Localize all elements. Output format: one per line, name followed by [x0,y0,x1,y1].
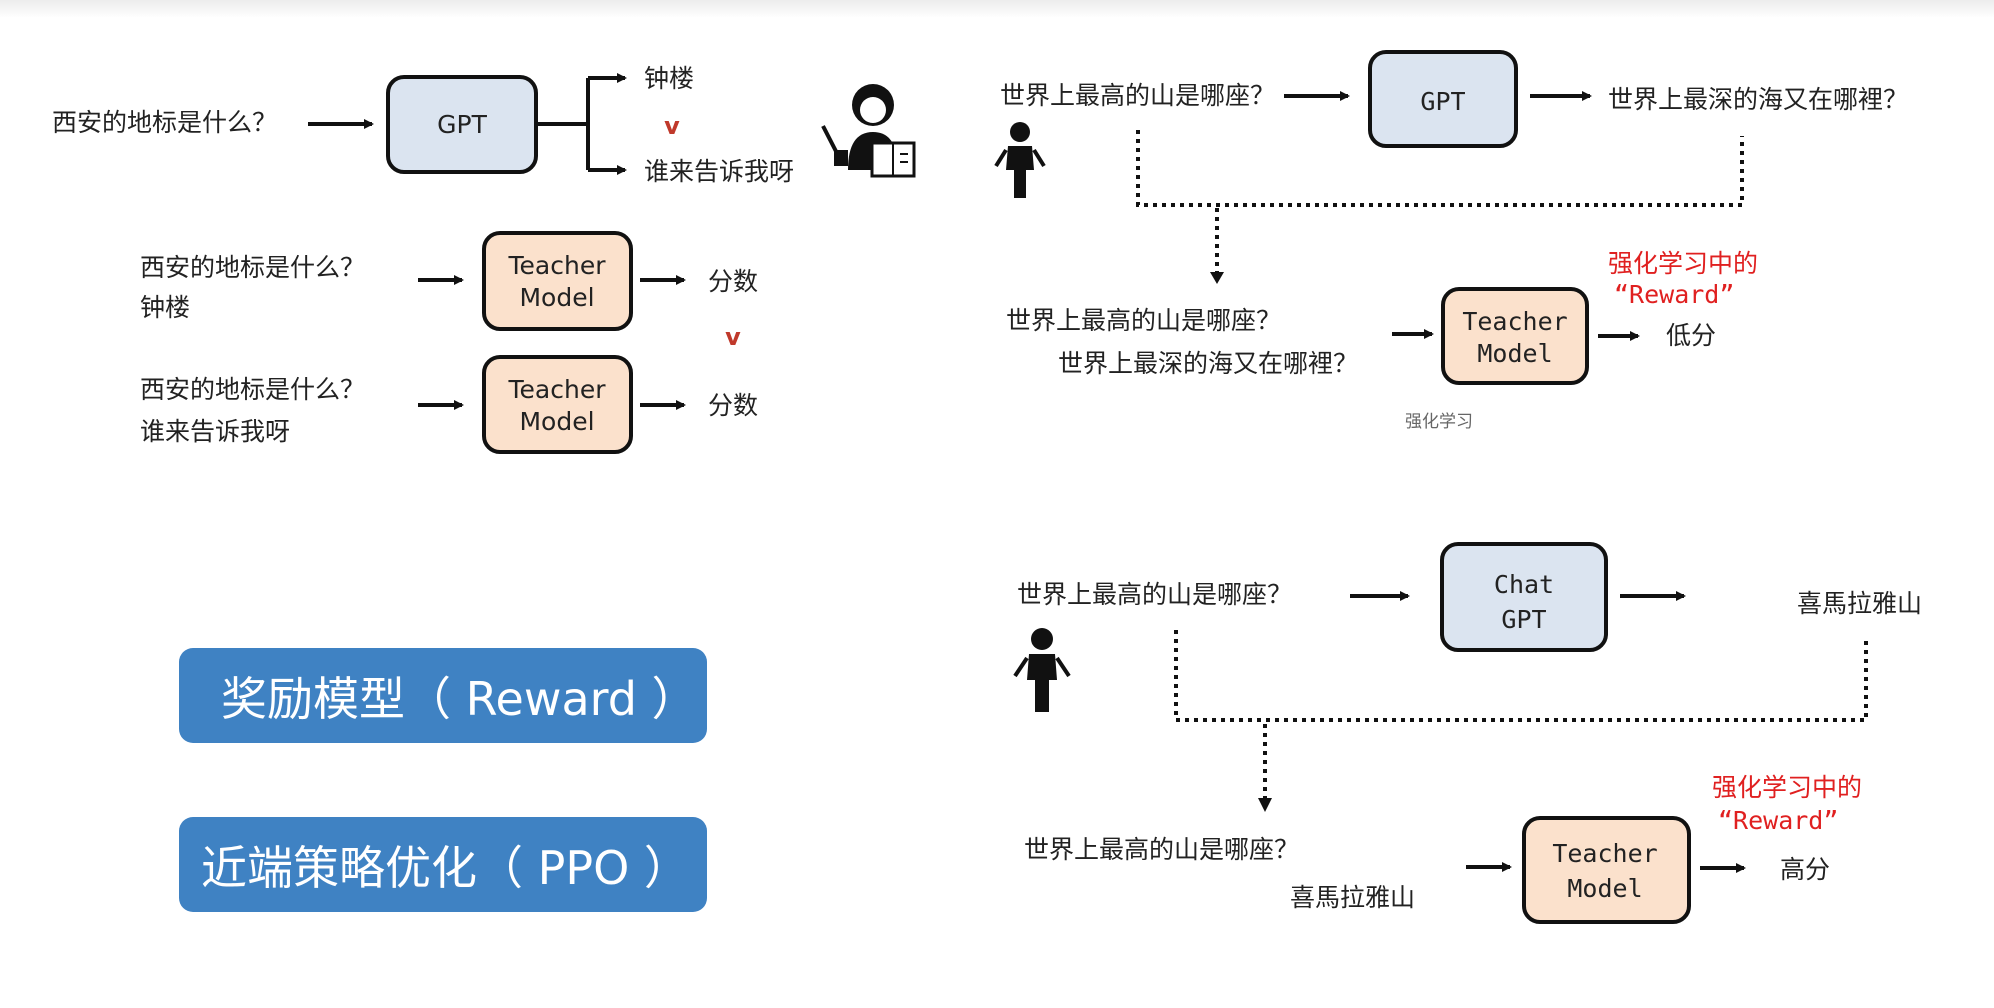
rb-chatgpt-line2: GPT [1501,605,1546,634]
teacher-box-1-line1: Teacher [508,251,607,280]
rt-person-icon [994,122,1046,198]
reward-model-pill: 奖励模型（ Reward ） [179,648,707,743]
teacher-box-1 [482,231,633,331]
output-a: 钟楼 [644,64,694,93]
rb-answer: 喜馬拉雅山 [1797,589,1922,618]
rt-teacher-line2: Model [1477,339,1552,368]
rt-answer: 世界上最深的海又在哪裡？ [1608,85,1908,114]
rt-input-line2: 世界上最深的海又在哪裡？ [1058,349,1358,378]
ppo-pill: 近端策略优化（ PPO ） [179,817,707,912]
rb-input-line2: 喜馬拉雅山 [1290,883,1415,912]
rb-dotted-loop [1174,630,1868,722]
teacher-box-2-line2: Model [519,407,594,436]
mid-row2-line2: 谁来告诉我呀 [140,417,290,446]
rb-teacher-box [1522,816,1691,924]
ppo-label: 近端策略优化（ PPO ） [201,840,690,895]
rt-gpt-label: GPT [1420,87,1465,116]
teacher-box-2-line1: Teacher [508,375,607,404]
left-top-question: 西安的地标是什么？ [52,108,277,137]
gpt-box-label: GPT [437,110,487,139]
rb-reward-note-1: 强化学习中的 [1712,773,1862,802]
rt-gpt-box [1368,50,1518,148]
rb-person-icon [1013,628,1071,712]
top-shadow-bar [0,0,1994,18]
rt-reward-note-2: “Reward” [1614,280,1734,309]
rb-reward-note-2: “Reward” [1718,806,1838,835]
mid-row2-line1: 西安的地标是什么？ [140,375,365,404]
rt-dotted-arrowhead [1210,272,1224,284]
rb-teacher-line2: Model [1567,874,1642,903]
rt-teacher-line1: Teacher [1462,307,1567,336]
score-2: 分数 [708,391,758,420]
mid-row1-line2: 钟楼 [140,293,190,322]
rt-caption: 强化学习 [1405,412,1473,432]
mid-row1-line1: 西安的地标是什么？ [140,253,365,282]
teacher-reading-icon [821,84,916,178]
rt-teacher-box [1441,287,1589,385]
rt-question: 世界上最高的山是哪座？ [1000,81,1275,110]
rb-question: 世界上最高的山是哪座？ [1017,580,1292,609]
rt-dotted-loop [1136,130,1744,207]
rb-result: 高分 [1780,855,1830,884]
output-b: 谁来告诉我呀 [644,157,794,186]
compare-mark-mid: v [725,323,741,351]
compare-mark-top: v [664,112,680,140]
rb-input-line1: 世界上最高的山是哪座？ [1024,835,1299,864]
score-1: 分数 [708,267,758,296]
teacher-box-1-line2: Model [519,283,594,312]
reward-model-label: 奖励模型（ Reward ） [221,671,698,726]
rt-input-line1: 世界上最高的山是哪座？ [1006,306,1281,335]
teacher-box-2 [482,355,633,454]
rb-teacher-line1: Teacher [1552,839,1657,868]
rb-dotted-arrowhead [1258,798,1272,812]
rb-chatgpt-box [1440,542,1608,652]
rb-chatgpt-line1: Chat [1494,570,1554,599]
rt-result: 低分 [1666,321,1716,350]
rt-reward-note-1: 强化学习中的 [1608,249,1758,278]
